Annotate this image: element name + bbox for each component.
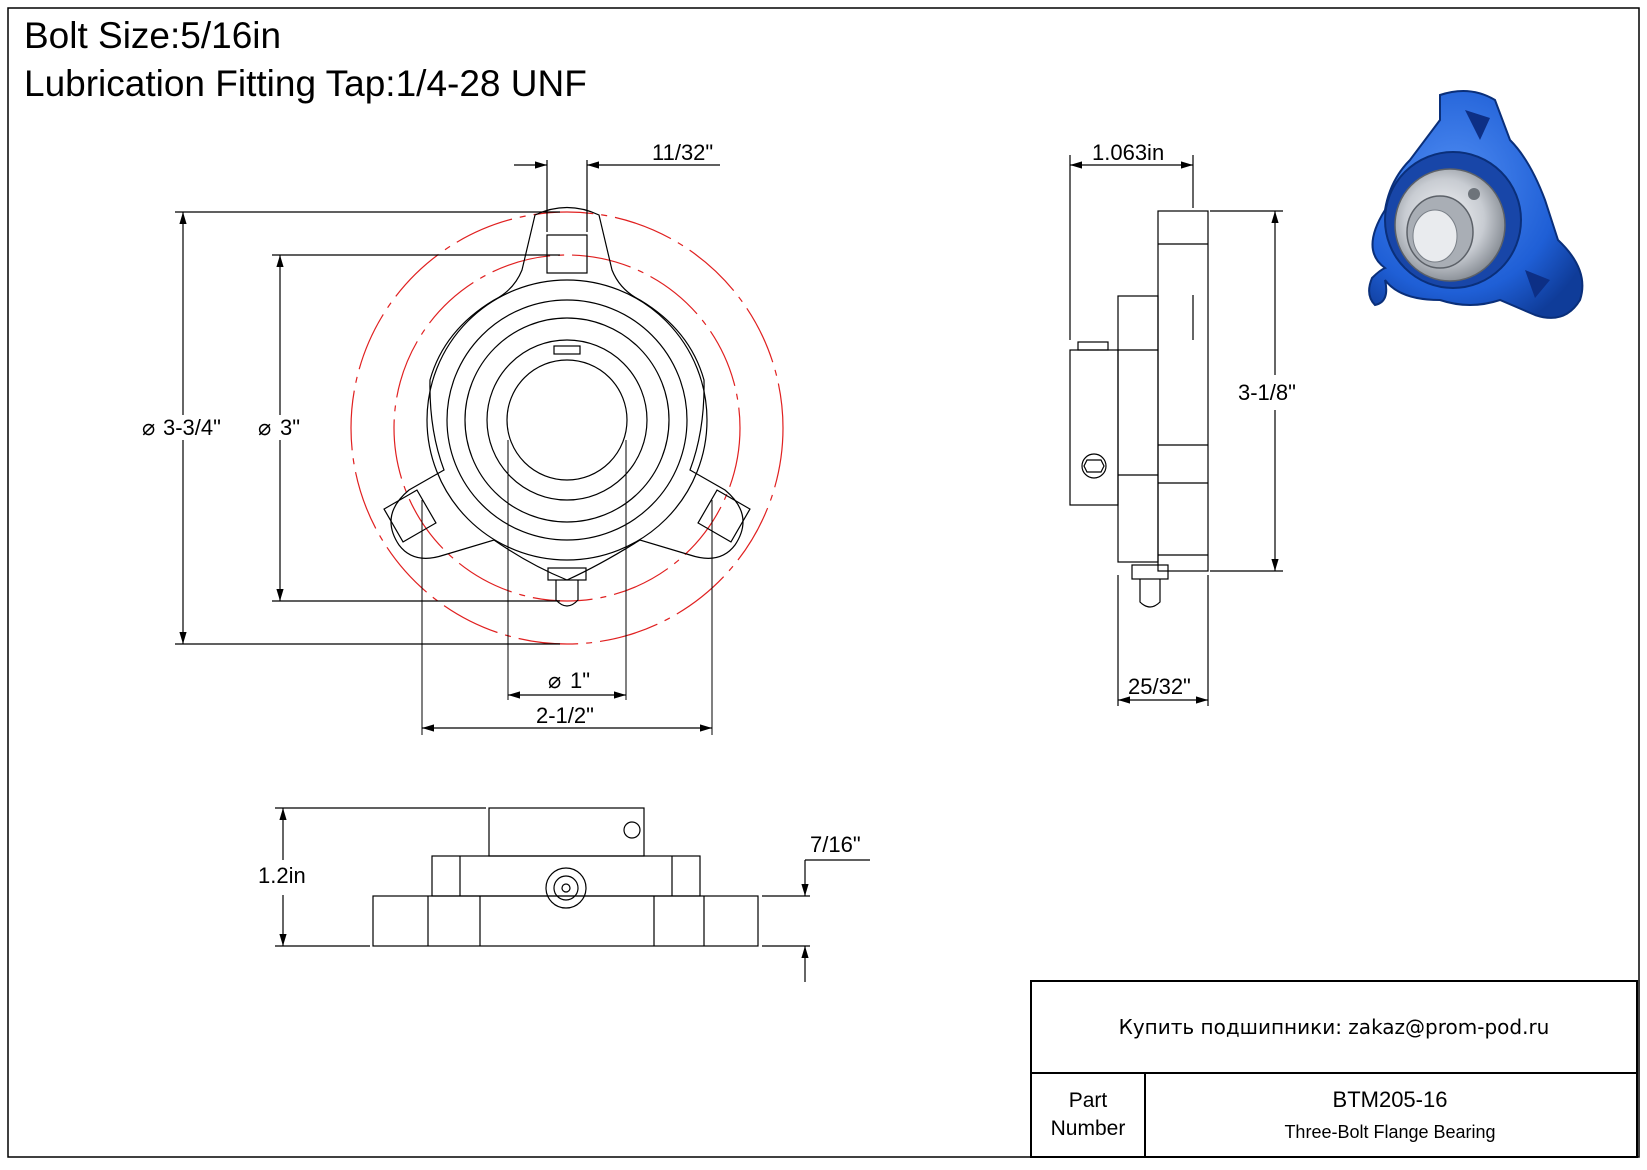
insert-inner-ring xyxy=(464,317,670,523)
side-collar xyxy=(1069,349,1119,506)
dim-bolt-circle-symbol: ⌀ xyxy=(258,415,271,440)
title-block: Купить подшипники: zakaz@prom-pod.ru Par… xyxy=(1030,980,1638,1158)
housing-outline xyxy=(390,206,744,581)
part-label-line1: Part xyxy=(1068,1089,1108,1112)
side-dimension-labels: 1.063in 3-1/8" 25/32" xyxy=(1092,140,1296,699)
part-label-line2: Number xyxy=(1050,1117,1126,1140)
collar-ring xyxy=(486,339,648,501)
dim-bore: 1" xyxy=(570,668,590,693)
dim-outer-diameter-symbol: ⌀ xyxy=(142,415,155,440)
part-number: BTM205-16 xyxy=(1332,1087,1448,1112)
front-view xyxy=(350,206,784,735)
dim-bore-symbol: ⌀ xyxy=(548,668,561,693)
bore xyxy=(506,359,628,481)
side-flange xyxy=(1157,210,1209,572)
bolt-hole-3d-top xyxy=(1465,110,1490,140)
part-number-value: BTM205-16 Three-Bolt Flange Bearing xyxy=(1144,1072,1636,1158)
part-description: Three-Bolt Flange Bearing xyxy=(1284,1122,1496,1142)
housing-boss xyxy=(426,279,708,561)
dim-overall-depth: 1.063in xyxy=(1092,140,1164,165)
lubrication-note: Lubrication Fitting Tap:1/4-28 UNF xyxy=(24,63,587,104)
side-grease-hex xyxy=(1131,564,1169,580)
set-screw xyxy=(553,345,581,355)
front-dimensions xyxy=(175,160,720,732)
top-set-screw xyxy=(623,821,641,839)
bore-inner-3d xyxy=(1412,209,1458,263)
outer-construction-circle xyxy=(350,211,784,645)
dim-bolt-hole-width: 11/32" xyxy=(652,140,713,165)
insert-outer-ring xyxy=(446,299,688,541)
dim-side-height: 3-1/8" xyxy=(1238,380,1296,405)
part-number-label: Part Number xyxy=(1032,1072,1146,1158)
dim-top-height: 1.2in xyxy=(258,863,306,888)
bolt-hole-3d-right xyxy=(1525,270,1550,298)
side-set-screw xyxy=(1081,453,1107,479)
dim-flange-depth: 25/32" xyxy=(1128,674,1191,699)
bolt-hole-top xyxy=(546,234,588,274)
side-set-screw-top xyxy=(1077,341,1109,351)
top-view xyxy=(372,807,759,947)
dim-front-width: 2-1/2" xyxy=(536,703,594,728)
side-view xyxy=(1069,210,1209,608)
side-boss xyxy=(1117,295,1159,563)
bolt-circle xyxy=(393,254,741,602)
contact-line: Купить подшипники: zakaz@prom-pod.ru xyxy=(1032,982,1636,1074)
top-collar xyxy=(488,807,645,857)
sheet-border xyxy=(7,7,1640,1158)
side-dimensions xyxy=(1069,155,1283,706)
dim-outer-diameter: 3-3/4" xyxy=(163,415,221,440)
top-dimensions xyxy=(275,807,870,982)
front-dimension-labels: 11/32" ⌀ 3-3/4" ⌀ 3" ⌀ 1" 2-1/2" xyxy=(142,140,713,728)
set-screw-3d xyxy=(1468,188,1480,200)
top-flange xyxy=(372,895,759,947)
dim-flange-thickness: 7/16" xyxy=(810,832,861,857)
bearing-3d-render xyxy=(1368,90,1584,319)
side-grease-nozzle xyxy=(1139,579,1161,608)
bolt-hole-left xyxy=(383,489,437,543)
dim-bolt-circle: 3" xyxy=(280,415,300,440)
bolt-size-note: Bolt Size:5/16in xyxy=(24,15,282,56)
grease-fitting-hex xyxy=(547,567,587,581)
drawing-header: Bolt Size:5/16in Lubrication Fitting Tap… xyxy=(24,12,587,108)
grease-fitting-nozzle xyxy=(555,580,579,607)
top-dimension-labels: 1.2in 7/16" xyxy=(258,832,861,888)
top-grease-fitting xyxy=(545,867,587,909)
bolt-hole-right xyxy=(697,489,751,543)
